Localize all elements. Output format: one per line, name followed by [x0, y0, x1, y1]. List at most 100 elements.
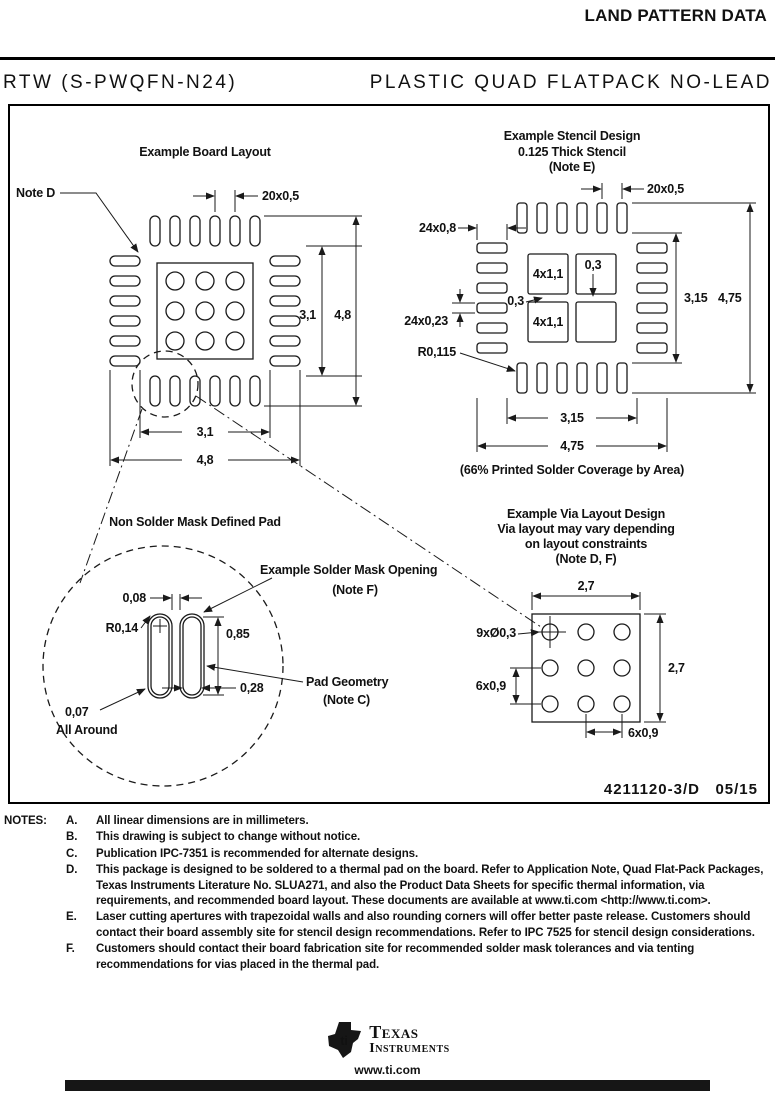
board-outer-h-label: 4,8 [197, 453, 214, 467]
stencil-square-bottom-label: 4x1,1 [533, 315, 564, 329]
package-header: RTW (S-PWQFN-N24) PLASTIC QUAD FLATPACK … [0, 60, 775, 102]
brand-line-1: Texas [369, 1022, 419, 1043]
board-top-pads [149, 215, 261, 247]
stencil-square-top-label: 4x1,1 [533, 267, 564, 281]
via-pitch-v-label: 6x0,9 [476, 679, 507, 693]
stencil-radius-label: R0,115 [418, 345, 457, 359]
mask-opening-label-2: (Note F) [332, 583, 378, 597]
ti-logo-letters: ti [341, 1034, 348, 1048]
detail-clearance-leader [99, 688, 146, 711]
stencil-pitch-dimension: 20x0,5 [581, 182, 684, 199]
board-thermal-vias [165, 271, 245, 351]
stencil-center-apertures [527, 253, 617, 343]
pad-geometry-leader [206, 663, 304, 683]
note-item-f: F. Customers should contact their board … [66, 942, 770, 973]
via-reference-line [195, 395, 542, 628]
note-key: C. [66, 847, 78, 860]
note-text: This package is designed to be soldered … [96, 864, 764, 908]
stencil-drawing: Example Stencil Design 0.125 Thick Stenc… [404, 129, 756, 477]
board-left-pads [109, 255, 141, 367]
via-left-pitch-dimension: 6x0,9 [476, 667, 541, 705]
note-item-a: A. All linear dimensions are in millimet… [66, 814, 770, 829]
note-key: E. [66, 911, 77, 924]
title-rule [0, 57, 775, 60]
detail-circle [42, 545, 284, 787]
stencil-radius-leader [459, 352, 516, 372]
via-bottom-pitch-dimension: 6x0,9 [585, 714, 659, 740]
stencil-coverage-note: (66% Printed Solder Coverage by Area) [460, 463, 684, 477]
mask-opening-label-1: Example Solder Mask Opening [260, 563, 437, 577]
board-layout-title: Example Board Layout [139, 145, 271, 159]
stencil-inner-h-label: 3,15 [560, 411, 584, 425]
drawing-number: 4211120-3/D 05/15 [604, 781, 758, 798]
stencil-inner-v-label: 3,15 [684, 291, 708, 305]
stencil-gap-left-label: 0,3 [507, 294, 524, 308]
pad-detail-drawing: Non Solder Mask Defined Pad 0,08 [42, 515, 437, 787]
pad-geometry-label-1: Pad Geometry [306, 675, 389, 689]
note-item-e: E. Laser cutting apertures with trapezoi… [66, 910, 770, 941]
board-inner-v-label: 3,1 [299, 308, 316, 322]
via-diameter-label: 9xØ0,3 [476, 626, 516, 640]
board-pitch-dimension: 20x0,5 [193, 189, 299, 212]
stencil-outer-h-label: 4,75 [560, 439, 584, 453]
via-title-3: on layout constraints [525, 537, 647, 551]
detail-radius-leader [140, 615, 151, 629]
stencil-right-apertures [636, 242, 668, 354]
note-item-d: D. This package is designed to be solder… [66, 863, 770, 909]
stencil-top-apertures [516, 202, 628, 234]
stencil-gap-top-label: 0,3 [585, 258, 602, 272]
stencil-aperture-length-label: 24x0,8 [419, 221, 456, 235]
mask-opening-leader [203, 577, 273, 613]
via-layout-drawing: Example Via Layout Design Via layout may… [476, 507, 686, 740]
board-thermal-pad-outline [156, 262, 254, 360]
pad-detail-title: Non Solder Mask Defined Pad [109, 515, 281, 529]
stencil-aperture-width-dimension: 24x0,23 [404, 289, 475, 328]
stencil-outer-v-label: 4,75 [718, 291, 742, 305]
detail-cone-line [79, 408, 143, 584]
via-diameter-leader [517, 629, 540, 637]
brand-text: Texas Instruments [369, 1023, 449, 1056]
note-d-leader [60, 192, 139, 253]
board-pitch-label: 20x0,5 [262, 189, 299, 203]
via-title-4: (Note D, F) [556, 552, 617, 566]
note-text: All linear dimensions are in millimeters… [96, 815, 309, 827]
note-text: Laser cutting apertures with trapezoidal… [96, 911, 755, 939]
detail-gap-dimension: 0,08 [122, 591, 202, 610]
board-bottom-dimensions: 3,1 4,8 [109, 370, 301, 467]
note-text: Publication IPC-7351 is recommended for … [96, 847, 419, 860]
detail-length-label: 0,85 [226, 627, 250, 641]
detail-source-circle [131, 350, 199, 418]
detail-clearance-note: All Around [56, 723, 117, 737]
stencil-left-apertures [476, 242, 508, 354]
note-key: F. [66, 943, 75, 956]
detail-pads [147, 613, 205, 699]
board-right-dimensions: 3,1 4,8 [264, 215, 362, 407]
via-holes [534, 616, 631, 713]
brand-line-2: Instruments [369, 1041, 450, 1057]
board-outer-v-label: 4,8 [334, 308, 351, 322]
note-d-label: Note D [16, 186, 55, 200]
via-height-label: 2,7 [668, 661, 685, 675]
stencil-bottom-apertures [516, 362, 628, 394]
stencil-title-1: Example Stencil Design [504, 129, 641, 143]
pad-geometry-label-2: (Note C) [323, 693, 370, 707]
package-name: PLASTIC QUAD FLATPACK NO-LEAD [369, 72, 772, 93]
detail-width-dimension: 0,28 [162, 681, 264, 695]
note-text: This drawing is subject to change withou… [96, 831, 361, 844]
via-width-label: 2,7 [578, 579, 595, 593]
stencil-aperture-width-label: 24x0,23 [404, 314, 448, 328]
detail-width-label: 0,28 [240, 681, 264, 695]
detail-gap-label: 0,08 [122, 591, 146, 605]
board-layout-drawing: Example Board Layout [16, 145, 542, 628]
detail-clearance-label: 0,07 [65, 705, 89, 719]
detail-length-dimension: 0,85 [203, 616, 250, 696]
board-right-pads [269, 255, 301, 367]
ti-logo: ti Texas Instruments [325, 1020, 449, 1060]
stencil-title-2: 0.125 Thick Stencil [518, 145, 626, 159]
note-key: A. [66, 815, 78, 827]
stencil-bottom-dimensions: 3,15 4,75 [476, 398, 668, 453]
texas-shape-icon [328, 1022, 362, 1059]
stencil-title-3: (Note E) [549, 160, 595, 174]
via-title-2: Via layout may vary depending [497, 522, 674, 536]
